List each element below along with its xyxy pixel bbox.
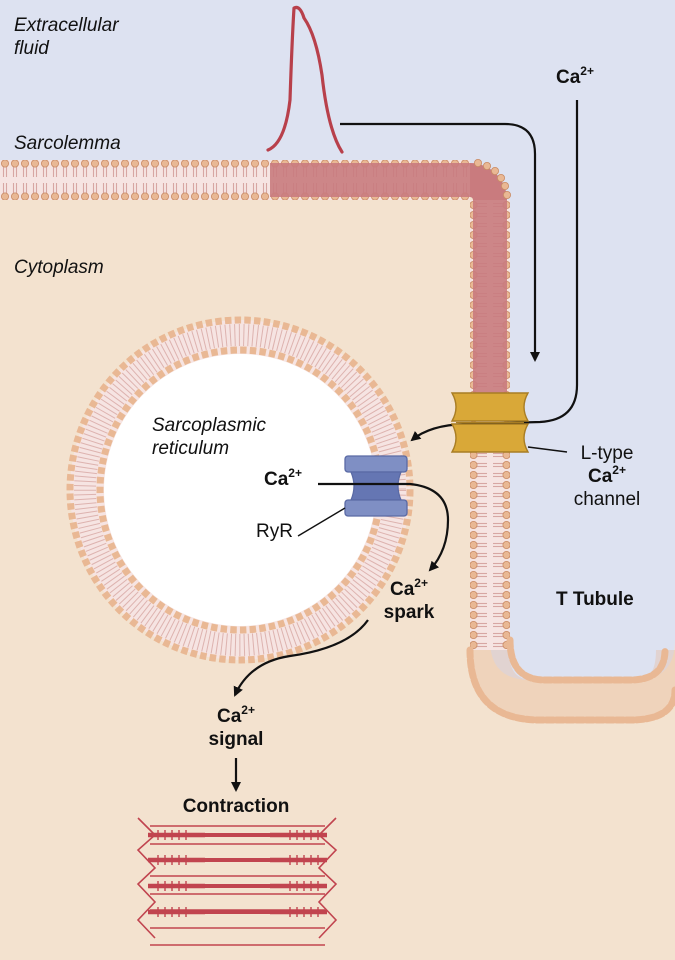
ryr-channel-icon <box>344 455 408 517</box>
action-potential-trace <box>266 5 344 154</box>
calcium-extracellular-label: Ca2+ <box>556 63 594 88</box>
t-tubule-curve <box>471 649 675 719</box>
arrow-depolarization <box>340 122 540 362</box>
ltype-pointer-line <box>527 446 568 453</box>
sarcolemma-depolarized-segment <box>270 163 470 197</box>
sarcolemma-label: Sarcolemma <box>14 133 121 154</box>
arrow-calcium-entry <box>410 100 579 442</box>
t-tubule-depolarized-segment <box>473 200 507 400</box>
arrow-spark-to-signal <box>233 619 369 697</box>
cytoplasm-label: Cytoplasm <box>14 257 104 278</box>
sarcomere-icon <box>136 817 338 946</box>
calcium-signal-label: Ca2+ signal <box>208 702 264 750</box>
corner-heads <box>473 158 511 199</box>
sarcoplasmic-reticulum-label: Sarcoplasmic reticulum <box>152 415 267 459</box>
calcium-spark-label: Ca2+ spark <box>383 575 435 623</box>
l-type-channel-icon <box>450 392 530 453</box>
t-tubule-label: T Tubule <box>556 589 634 610</box>
ryr-pointer-line <box>297 507 346 537</box>
calcium-sr-label: Ca2+ <box>264 465 302 490</box>
extracellular-fluid-label: Extracellular fluid <box>14 15 119 59</box>
contraction-label: Contraction <box>182 796 290 817</box>
arrow-calcium-release <box>318 482 450 572</box>
ryr-label: RyR <box>256 521 293 542</box>
l-type-channel-label: L-type Ca2+ channel <box>573 443 641 510</box>
sarcolemma-corner <box>470 163 507 200</box>
